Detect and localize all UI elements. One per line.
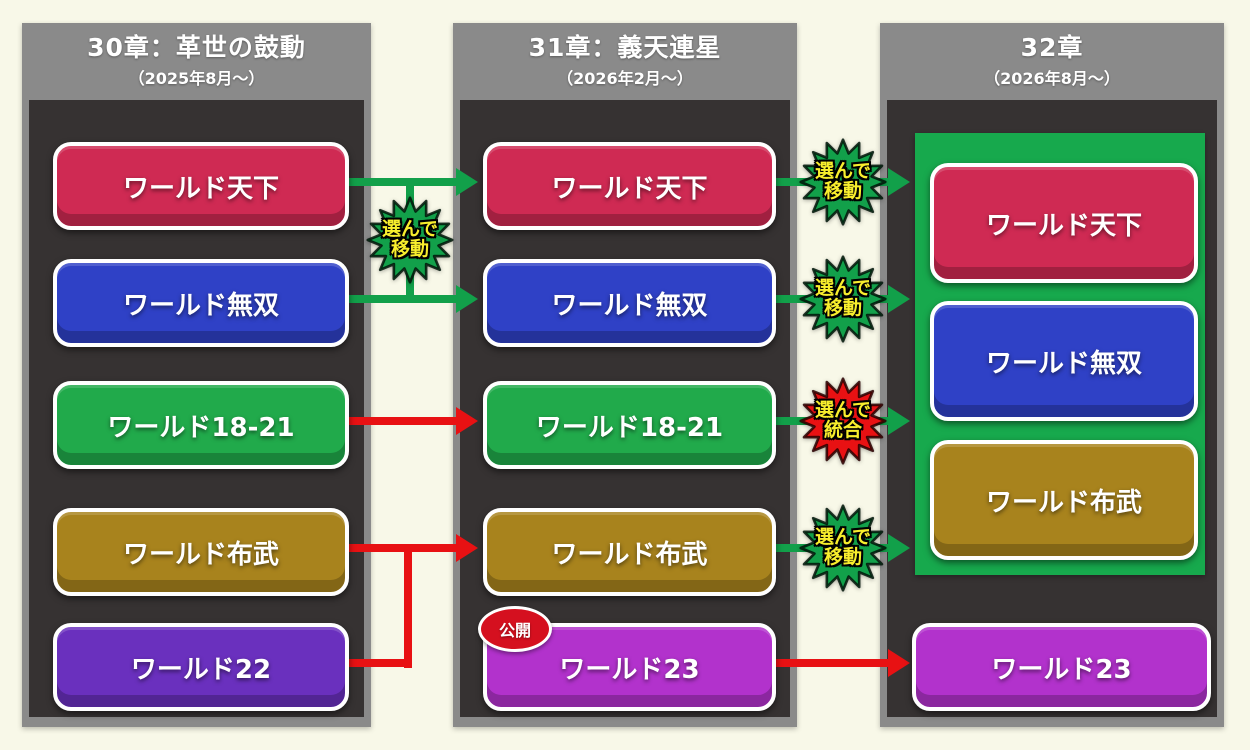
world-label: ワールド布武: [122, 539, 279, 570]
world-label: ワールド布武: [985, 487, 1142, 518]
world-fubu-30: ワールド布武: [53, 508, 349, 596]
arrowhead-18-21-31-32: [888, 407, 910, 435]
badge-line1: 選んで: [814, 399, 872, 422]
starburst-icon: [799, 138, 887, 226]
chapter-31-header: 31章：義天連星 （2026年2月〜）: [453, 23, 797, 100]
starburst-icon: [366, 196, 454, 284]
arrow-18-21-30-31: [338, 417, 456, 425]
badge-line1: 選んで: [381, 218, 439, 241]
world-label: ワールド天下: [551, 173, 708, 204]
arrow-fubu-30-31: [338, 544, 456, 552]
chapter-32-column: 32章 （2026年8月〜） ワールド天下 ワールド無双 ワールド布武 ワールド…: [880, 23, 1224, 727]
release-badge: 公開: [478, 606, 552, 652]
starburst-icon: [799, 255, 887, 343]
starburst-icon: [799, 377, 887, 465]
world-fubu-31: ワールド布武: [483, 508, 776, 596]
move-badge-30-31: 選んで 移動: [366, 196, 454, 284]
chapter-32-title: 32章: [1020, 33, 1084, 63]
chapter-31-title: 31章：義天連星: [528, 33, 722, 63]
connector-22-to-fubu: [404, 544, 412, 668]
arrowhead-fubu-31-32: [888, 534, 910, 562]
world-23-32: ワールド23: [912, 623, 1211, 711]
badge-line1: 選んで: [814, 526, 872, 549]
move-badge-fubu-31-32: 選んで 移動: [799, 504, 887, 592]
world-label: ワールド無双: [122, 290, 279, 321]
move-badge-tenka-31-32: 選んで 移動: [799, 138, 887, 226]
badge-line2: 移動: [823, 180, 862, 202]
world-label: ワールド23: [991, 654, 1132, 685]
chapter-32-dates: （2026年8月〜）: [984, 68, 1120, 88]
world-musou-31: ワールド無双: [483, 259, 776, 347]
arrow-22-segment: [338, 659, 412, 667]
world-18-21-31: ワールド18-21: [483, 381, 776, 469]
world-18-21-30: ワールド18-21: [53, 381, 349, 469]
badge-line1: 選んで: [814, 160, 872, 183]
starburst-icon: [799, 504, 887, 592]
chapter-31-dates: （2026年2月〜）: [557, 68, 693, 88]
world-label: ワールド18-21: [107, 412, 295, 443]
world-musou-30: ワールド無双: [53, 259, 349, 347]
badge-line2: 移動: [823, 546, 862, 568]
arrowhead-tenka-30-31: [456, 168, 478, 196]
chapter-32-header: 32章 （2026年8月〜）: [880, 23, 1224, 100]
badge-line2: 移動: [390, 238, 429, 260]
arrow-tenka-30-31: [338, 178, 456, 186]
world-label: ワールド天下: [122, 173, 279, 204]
chapter-30-header: 30章：革世の鼓動 （2025年8月〜）: [22, 23, 371, 100]
world-tenka-31: ワールド天下: [483, 142, 776, 230]
world-label: ワールド23: [559, 654, 700, 685]
arrowhead-fubu-30-31: [456, 534, 478, 562]
world-label: ワールド無双: [551, 290, 708, 321]
world-musou-32: ワールド無双: [930, 301, 1198, 421]
badge-line1: 選んで: [814, 277, 872, 300]
chapter-30-dates: （2025年8月〜）: [128, 68, 265, 88]
badge-line2: 移動: [823, 297, 862, 319]
world-label: ワールド18-21: [535, 412, 724, 443]
merged-worlds-box: ワールド天下 ワールド無双 ワールド布武: [915, 133, 1205, 575]
world-22-30: ワールド22: [53, 623, 349, 711]
arrowhead-tenka-31-32: [888, 168, 910, 196]
chapter-31-column: 31章：義天連星 （2026年2月〜） ワールド天下 ワールド無双 ワールド18…: [453, 23, 797, 727]
arrowhead-musou-30-31: [456, 285, 478, 313]
world-label: ワールド無双: [985, 348, 1142, 379]
world-tenka-30: ワールド天下: [53, 142, 349, 230]
world-label: ワールド天下: [985, 210, 1142, 241]
world-label: ワールド22: [130, 654, 272, 685]
chapter-30-title: 30章：革世の鼓動: [87, 33, 306, 63]
release-badge-label: 公開: [498, 621, 531, 640]
world-label: ワールド布武: [551, 539, 708, 570]
badge-line2: 統合: [823, 419, 862, 441]
arrowhead-musou-31-32: [888, 285, 910, 313]
move-badge-musou-31-32: 選んで 移動: [799, 255, 887, 343]
arrowhead-23-31-32: [888, 649, 910, 677]
arrow-musou-30-31: [338, 295, 456, 303]
merge-badge-18-21-31-32: 選んで 統合: [799, 377, 887, 465]
world-fubu-32: ワールド布武: [930, 440, 1198, 560]
arrowhead-18-21-30-31: [456, 407, 478, 435]
world-tenka-32: ワールド天下: [930, 163, 1198, 283]
arrow-23-31-32: [765, 659, 890, 667]
chapter-30-column: 30章：革世の鼓動 （2025年8月〜） ワールド天下 ワールド無双 ワールド1…: [22, 23, 371, 727]
